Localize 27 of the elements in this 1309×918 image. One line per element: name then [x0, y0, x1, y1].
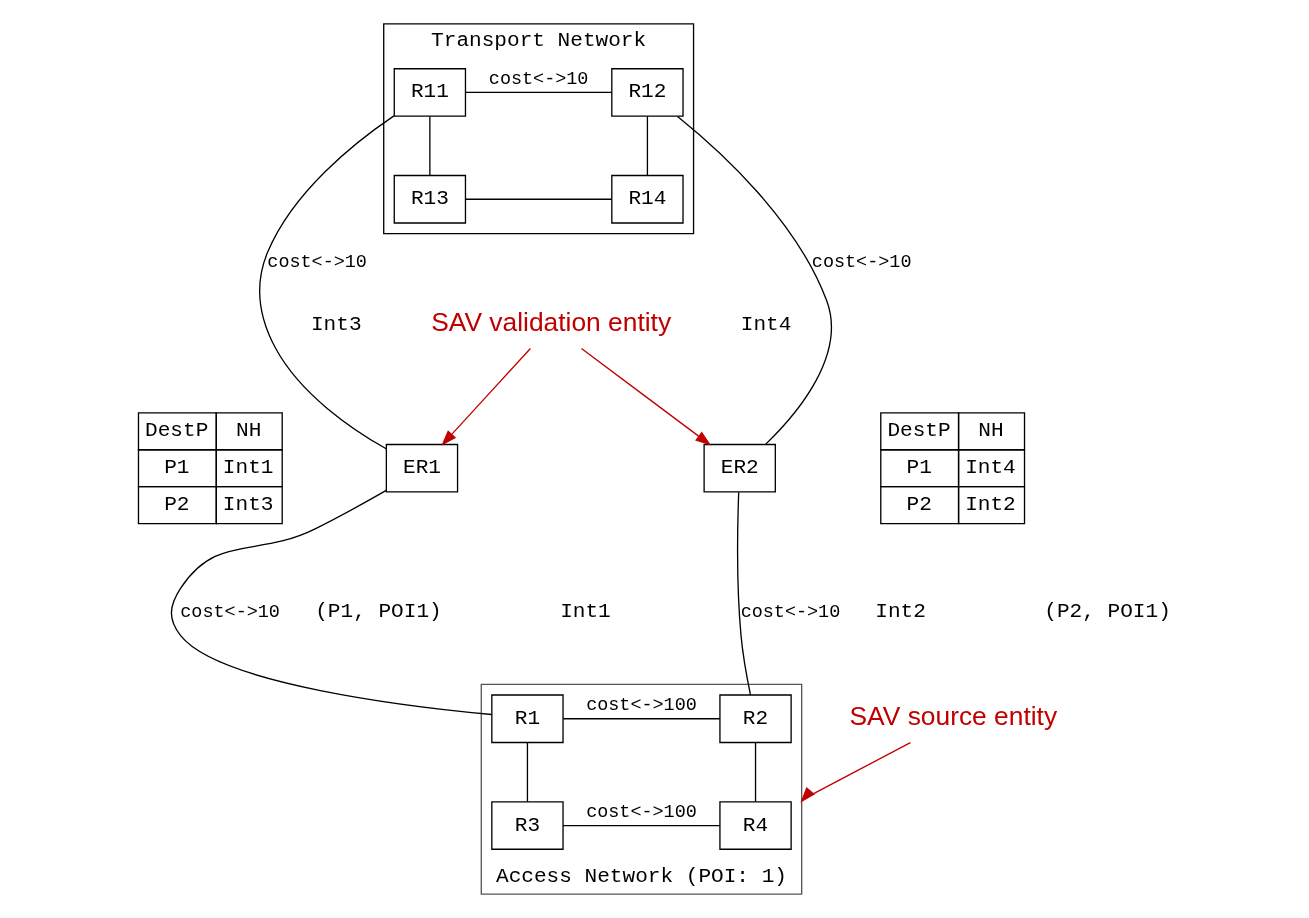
label: (P1, POI1) — [314, 598, 442, 623]
label: Int3 — [222, 492, 273, 517]
edge-label: cost<->10 — [740, 601, 840, 623]
edge-label: cost<->10 — [266, 251, 367, 273]
edge-label: cost<->10 — [179, 601, 280, 623]
label: Int1 — [559, 598, 611, 623]
edge-label: cost<->100 — [585, 801, 697, 823]
label: DestP — [144, 418, 208, 443]
edge-label: cost<->100 — [585, 694, 697, 716]
label: Int4 — [964, 455, 1016, 480]
edge-label: cost<->10 — [811, 251, 911, 273]
label: P1 — [906, 455, 932, 480]
node-text: SAV source entity — [849, 701, 1057, 732]
label: Int4 — [740, 311, 791, 336]
label: (P2, POI1) — [1043, 598, 1171, 623]
label: Int3 — [310, 311, 362, 336]
edge-label: cost<->10 — [488, 68, 588, 90]
label: P1 — [163, 455, 189, 480]
node-text: SAV validation entity — [430, 307, 671, 338]
label: NH — [977, 418, 1004, 443]
label: NH — [235, 418, 261, 443]
label: Int2 — [874, 598, 926, 623]
label: P2 — [163, 492, 189, 517]
label: P2 — [906, 492, 932, 517]
label: Int2 — [964, 492, 1016, 517]
label: DestP — [886, 418, 951, 443]
label: Int1 — [222, 455, 273, 480]
